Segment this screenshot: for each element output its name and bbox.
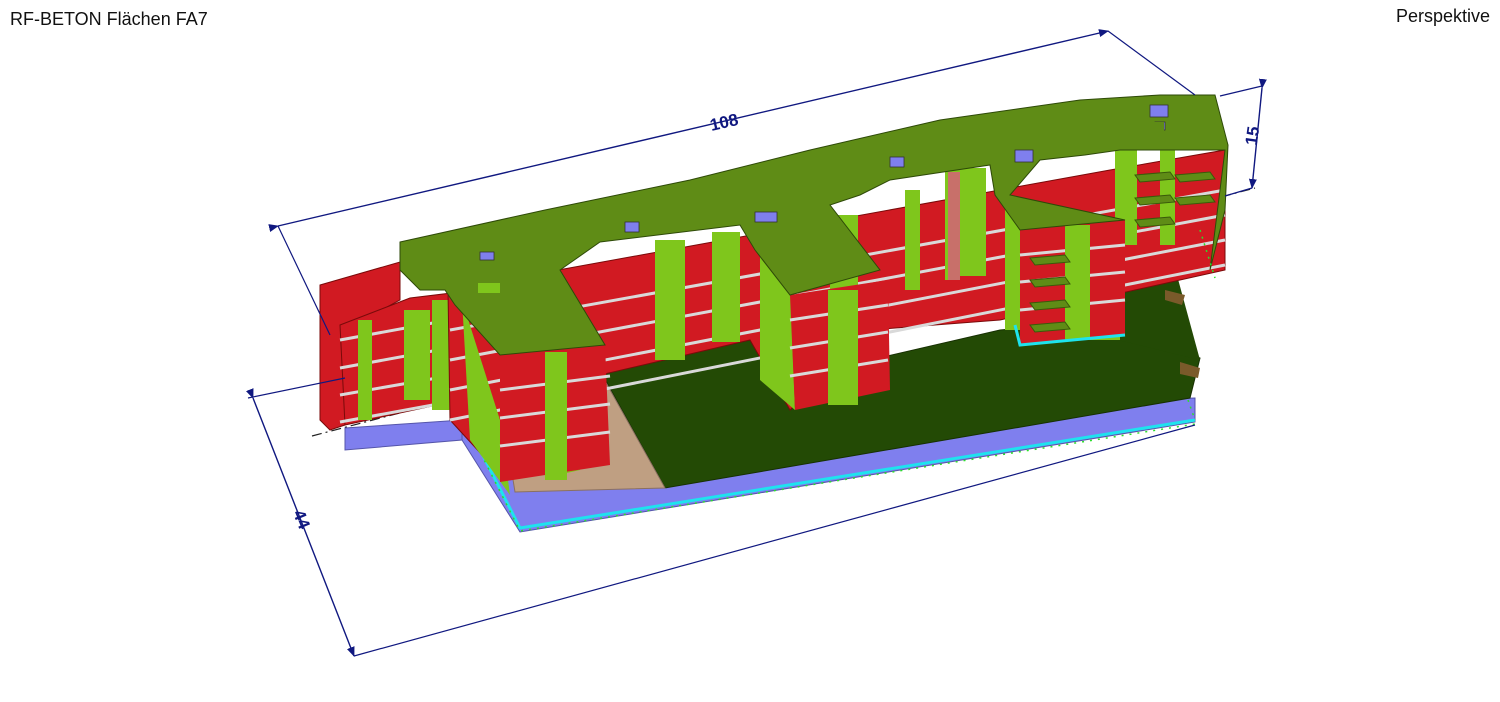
dimension-width-label: 44	[289, 507, 314, 532]
dimension-length-label: 108	[708, 110, 740, 135]
dimension-height: 15	[1219, 78, 1267, 197]
building-left-wing[interactable]	[319, 261, 461, 431]
dimension-height-label: 15	[1242, 125, 1263, 146]
model-title: RF-BETON Flächen FA7	[10, 9, 208, 29]
dimension-length: 108	[268, 29, 1196, 336]
view-mode-label: Perspektive	[1395, 6, 1490, 26]
support-markers	[1187, 229, 1216, 421]
